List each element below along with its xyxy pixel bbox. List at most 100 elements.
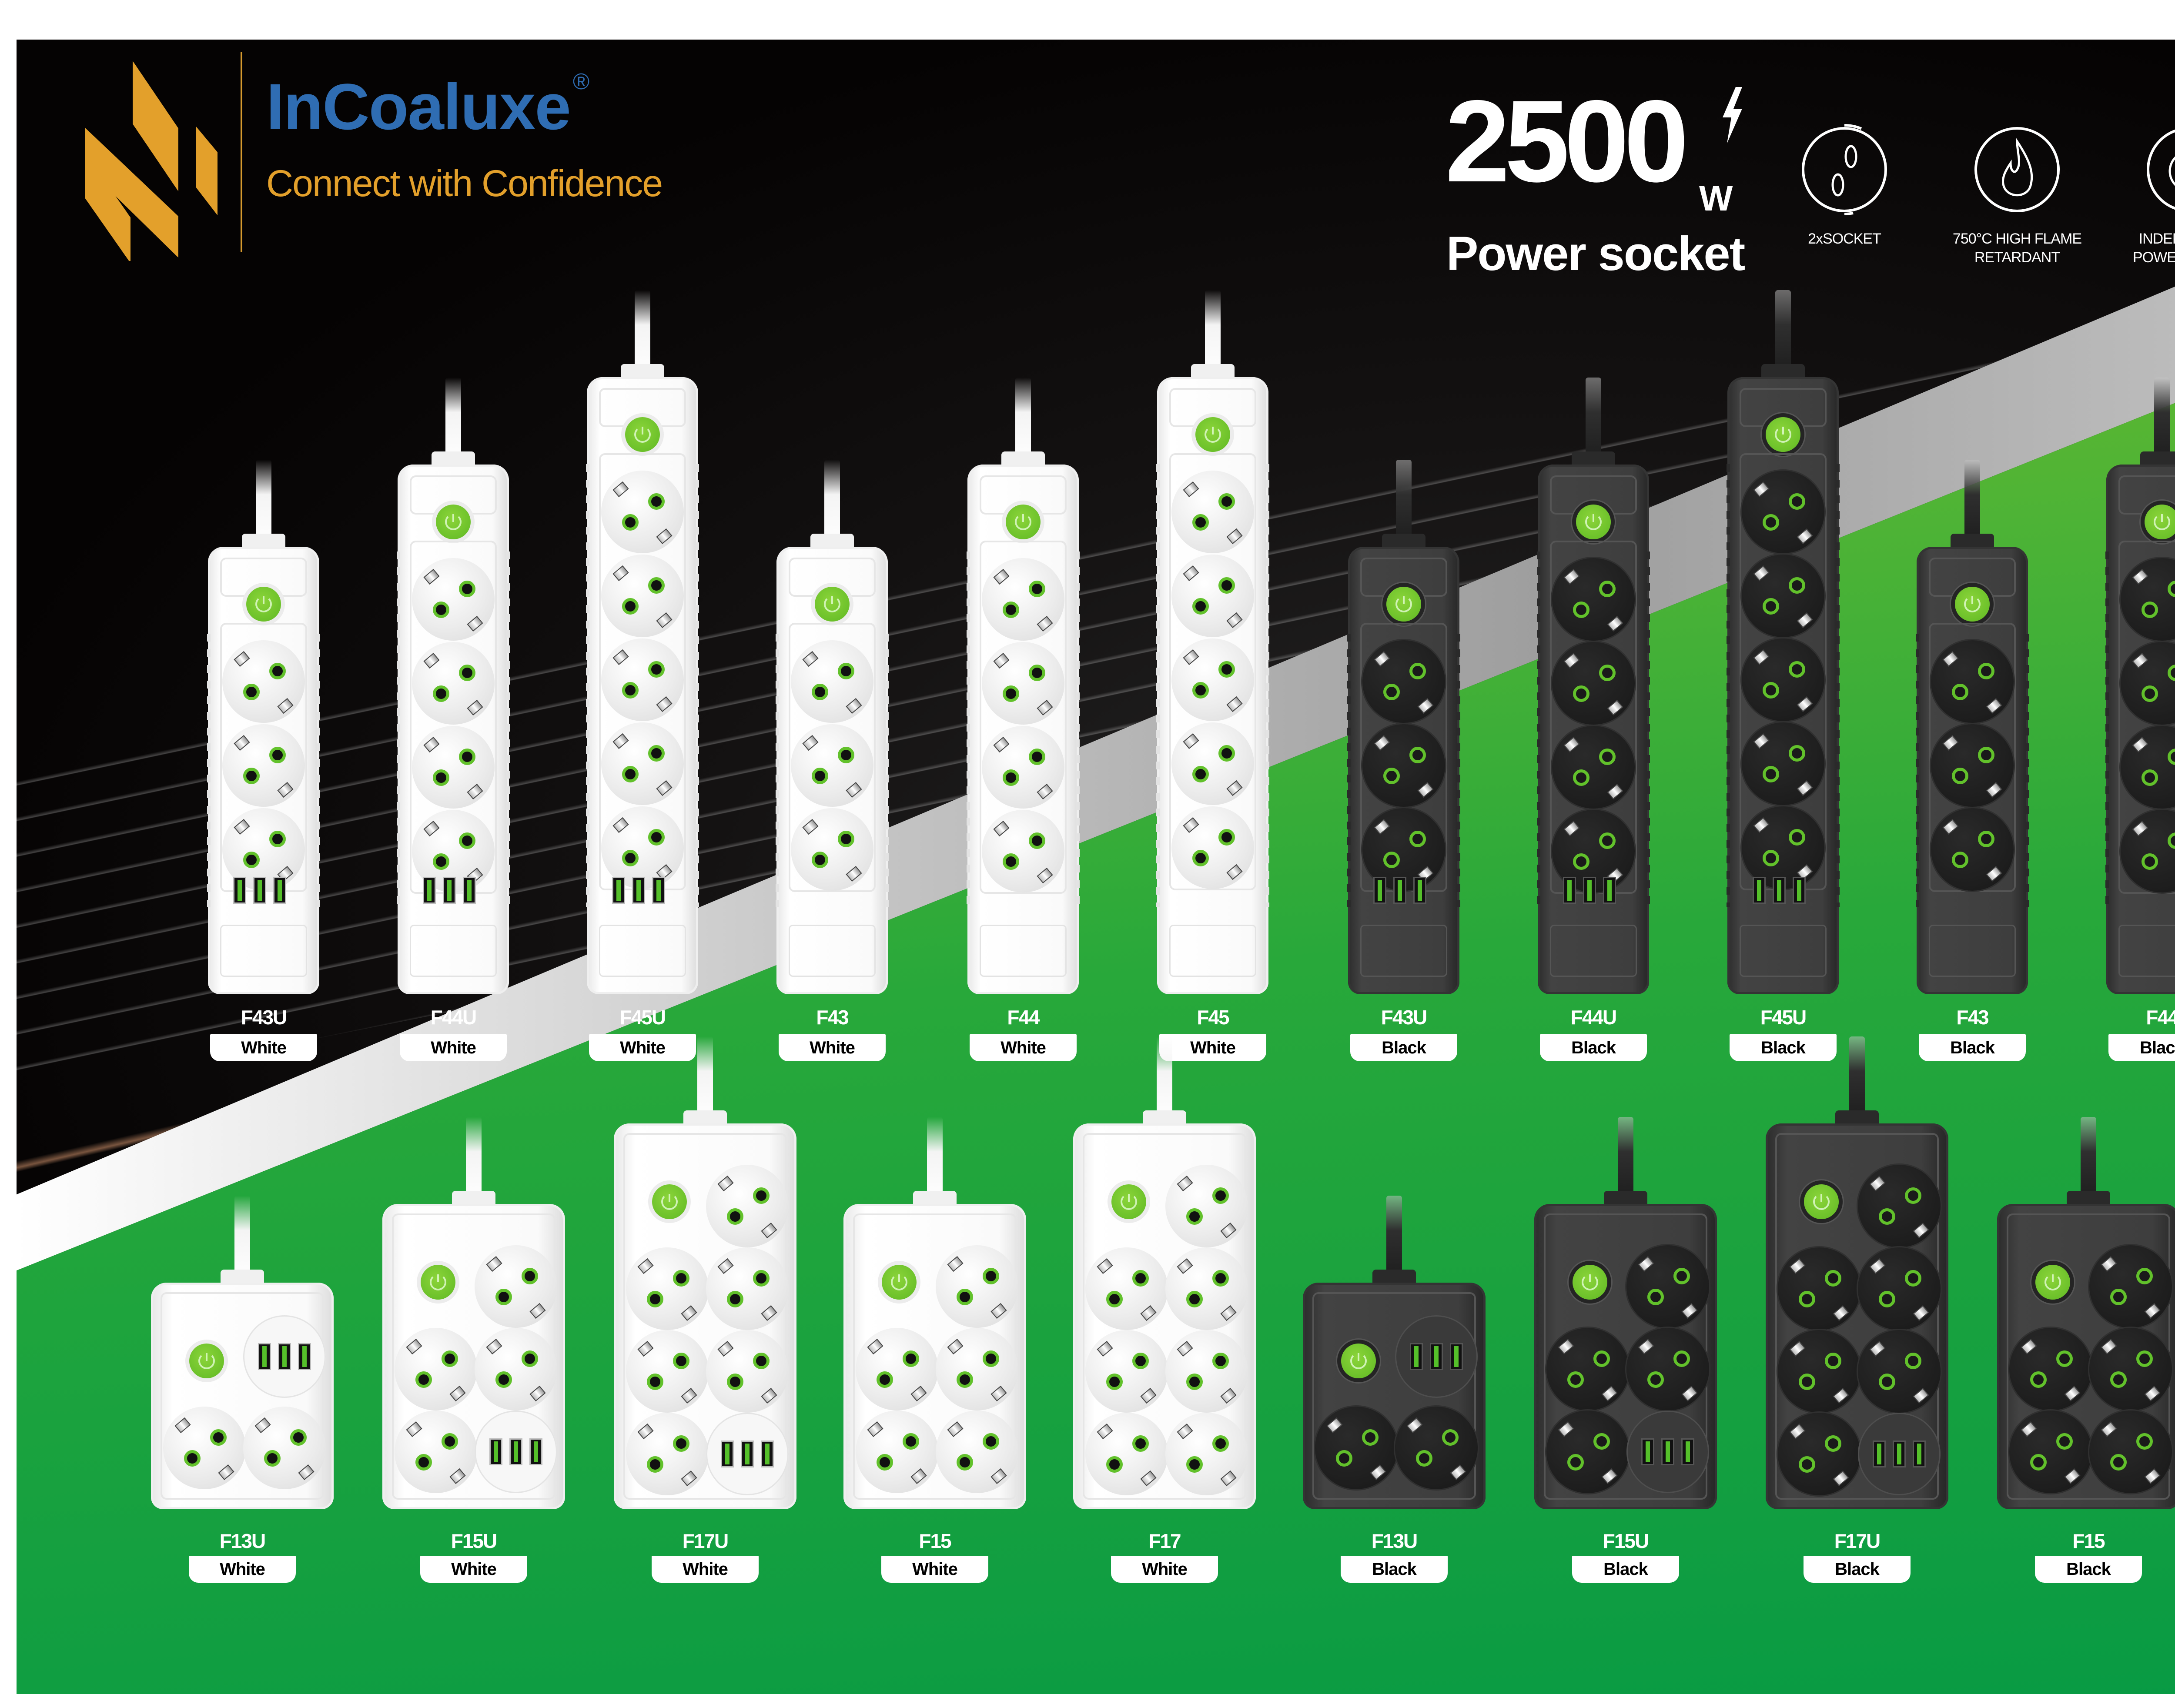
usb-port	[253, 877, 266, 904]
socket-hole	[647, 1291, 663, 1307]
model-label: F44U	[1570, 1006, 1617, 1029]
power-switch-button[interactable]	[436, 505, 471, 539]
power-switch-button[interactable]	[2145, 505, 2175, 539]
ground-clip	[1140, 1470, 1157, 1487]
socket-hole	[957, 1371, 973, 1388]
power-switch-button[interactable]	[1341, 1344, 1376, 1378]
socket-hole	[1599, 581, 1616, 597]
usb-port-panel	[1395, 1315, 1478, 1398]
ground-clip	[1607, 783, 1623, 800]
ground-clip	[423, 652, 440, 669]
socket-panel	[789, 623, 876, 892]
model-label: F45	[1197, 1006, 1229, 1029]
usb-port	[741, 1441, 754, 1467]
power-switch-button[interactable]	[2035, 1265, 2070, 1300]
color-badge: White	[189, 1556, 296, 1583]
socket-hole	[1599, 665, 1616, 681]
socket-hole	[838, 663, 854, 679]
socket-hole	[459, 665, 475, 681]
socket-hole	[983, 1433, 999, 1450]
socket-hole	[812, 768, 828, 784]
socket-hole	[622, 598, 639, 615]
socket-hole	[243, 684, 260, 700]
socket-hole	[1905, 1270, 1921, 1287]
socket-hole	[648, 493, 665, 510]
socket-outlet	[2089, 1411, 2172, 1493]
ground-clip	[1177, 1175, 1193, 1192]
end-cap	[599, 925, 686, 977]
power-switch-button[interactable]	[1111, 1184, 1146, 1219]
ground-clip	[1037, 783, 1053, 800]
end-cap	[1360, 925, 1447, 977]
side-grip	[207, 634, 211, 907]
usb-port	[632, 877, 645, 904]
color-badge: White	[970, 1034, 1077, 1061]
power-cable	[256, 460, 271, 547]
socket-outlet	[791, 808, 873, 891]
power-switch-button[interactable]	[815, 587, 850, 622]
socket-hole	[243, 852, 260, 868]
ground-clip	[1558, 1338, 1574, 1355]
model-label: F45U	[1760, 1006, 1807, 1029]
socket-hole	[2142, 602, 2158, 618]
ground-clip	[1226, 780, 1243, 796]
socket-outlet	[1395, 1407, 1478, 1489]
socket-outlet	[1165, 1330, 1248, 1413]
power-cable	[466, 1117, 482, 1204]
usb-ports	[612, 877, 665, 904]
usb-port-panel	[1626, 1411, 1709, 1493]
ground-clip	[846, 782, 862, 798]
socket-hole	[957, 1289, 973, 1305]
socket-outlet	[1165, 1165, 1248, 1247]
socket-hole	[648, 829, 665, 846]
ground-clip	[1177, 1258, 1193, 1274]
power-switch-button[interactable]	[1386, 587, 1421, 622]
power-switch-button[interactable]	[189, 1344, 224, 1378]
socket-outlet	[601, 471, 684, 553]
power-switch-button[interactable]	[1766, 417, 1800, 452]
power-switch-button[interactable]	[246, 587, 281, 622]
power-switch-button[interactable]	[1955, 587, 1990, 622]
usb-ports	[423, 877, 476, 904]
power-switch-button[interactable]	[1195, 417, 1230, 452]
usb-port-panel	[1858, 1413, 1941, 1495]
power-switch-button[interactable]	[421, 1265, 455, 1300]
socket-hole	[2168, 665, 2175, 681]
socket-hole	[1003, 853, 1019, 870]
socket-hole	[290, 1429, 307, 1446]
power-switch-button[interactable]	[1576, 505, 1611, 539]
power-switch-button[interactable]	[882, 1265, 917, 1300]
power-switch-button[interactable]	[1804, 1184, 1839, 1219]
power-switch-button[interactable]	[652, 1184, 687, 1219]
ground-clip	[1563, 736, 1580, 753]
power-switch-button[interactable]	[1573, 1265, 1607, 1300]
socket-outlet	[1931, 640, 2014, 723]
socket-hole	[1186, 1456, 1203, 1473]
ground-clip	[1183, 649, 1199, 665]
ground-clip	[2144, 1385, 2161, 1402]
socket-outlet	[601, 555, 684, 637]
ground-clip	[1753, 649, 1770, 665]
socket-hole	[1218, 493, 1235, 510]
ground-clip	[990, 1303, 1007, 1319]
power-switch-button[interactable]	[1006, 505, 1041, 539]
socket-outlet	[706, 1165, 789, 1247]
ground-clip	[993, 568, 1010, 585]
socket-hole	[812, 852, 828, 868]
socket-hole	[2136, 1433, 2153, 1450]
ground-clip	[1797, 780, 1813, 796]
usb-ports	[1873, 1441, 1926, 1467]
ground-clip	[1986, 782, 2002, 798]
socket-hole	[1978, 831, 1994, 847]
socket-hole	[269, 747, 286, 763]
socket-outlet	[1165, 1413, 1248, 1495]
socket-outlet	[475, 1245, 557, 1328]
power-switch-button[interactable]	[625, 417, 660, 452]
usb-port	[529, 1438, 542, 1465]
socket-hole	[1573, 853, 1589, 870]
socket-hole	[1186, 1374, 1203, 1390]
side-grip	[2105, 552, 2109, 907]
socket-hole	[459, 581, 475, 597]
socket-outlet	[2121, 726, 2175, 809]
feature-caption: INDEPENDENTPOWER SWITCH	[2133, 231, 2175, 266]
